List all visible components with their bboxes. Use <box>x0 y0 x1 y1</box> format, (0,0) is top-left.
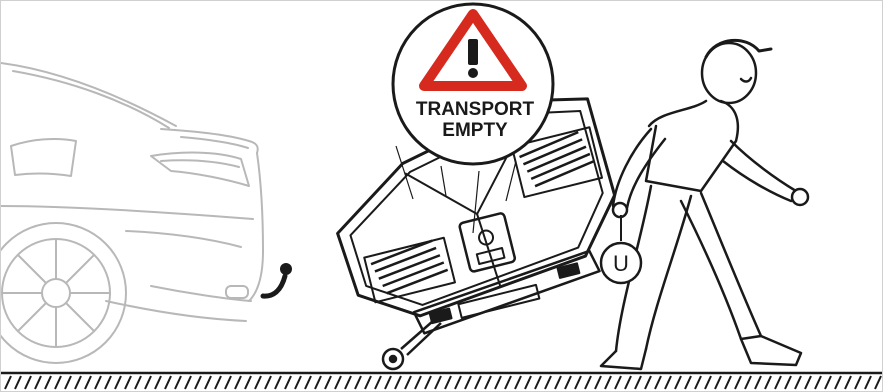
warning-line-empty: EMPTY <box>442 120 508 141</box>
ground-hatching <box>5 376 881 389</box>
person <box>601 40 808 369</box>
warning-line-transport: TRANSPORT <box>416 99 535 120</box>
hand-marker: U <box>601 215 641 283</box>
car <box>1 63 263 363</box>
vent-left <box>364 238 455 302</box>
carrier-support-wheel <box>383 321 441 369</box>
ground <box>1 373 883 389</box>
hand-marker-label: U <box>613 251 629 276</box>
tow-hitch <box>263 263 292 296</box>
warning-callout: TRANSPORT EMPTY <box>393 4 553 233</box>
